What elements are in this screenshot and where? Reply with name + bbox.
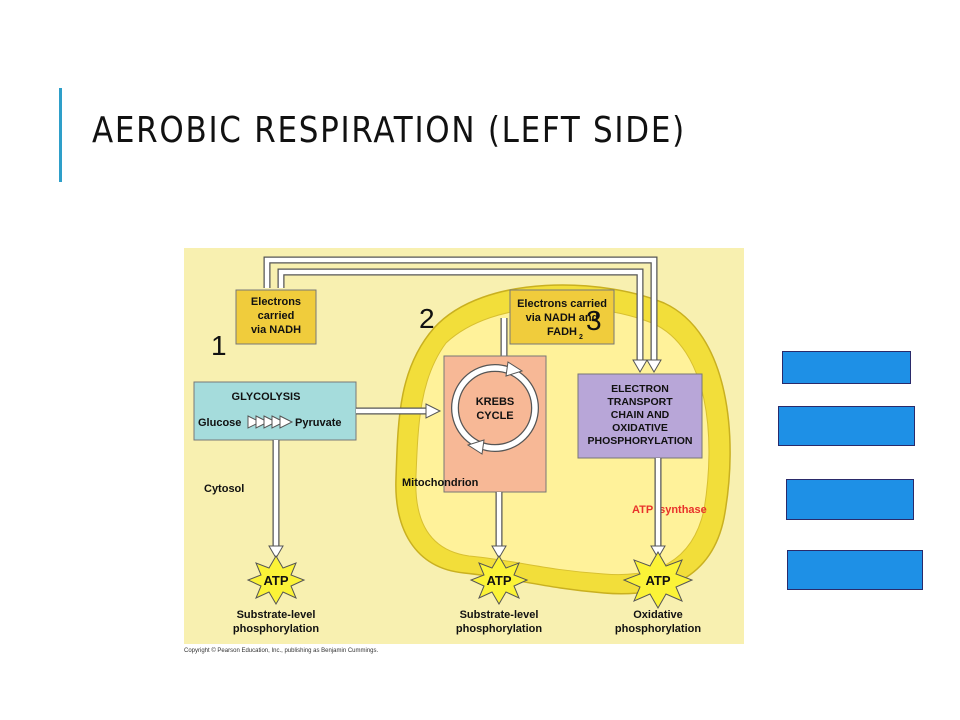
krebs-label-1: KREBS — [476, 396, 515, 408]
output-2-line-1: Substrate-level — [460, 609, 539, 621]
etc-line-2: TRANSPORT — [607, 396, 673, 408]
glucose-label: Glucose — [198, 417, 241, 429]
nadh-return-pipe-inner — [264, 257, 657, 366]
electron-transport-chain-box — [577, 373, 703, 459]
answer-box-1[interactable] — [782, 351, 911, 384]
cytosol-label: Cytosol — [204, 483, 244, 495]
nadh-fadh-electron-box — [509, 289, 615, 345]
title-accent-bar — [59, 88, 62, 182]
atp-burst-1: ATP — [246, 555, 306, 605]
stage-number-1: 1 — [211, 330, 227, 361]
krebs-cycle-arrowhead-1 — [505, 361, 524, 377]
nadh-box-line-3: via NADH — [251, 324, 301, 336]
output-1-line-1: Substrate-level — [237, 609, 316, 621]
krebs-cycle-arrowhead-2 — [466, 439, 485, 455]
answer-box-2[interactable] — [778, 406, 915, 446]
stage-number-2: 2 — [419, 303, 435, 334]
atp-label-3: ATP — [645, 573, 670, 588]
nadh-electron-box — [235, 289, 317, 345]
glycolysis-box — [193, 381, 357, 441]
slide-title: AEROBIC RESPIRATION (LEFT SIDE) — [92, 110, 686, 151]
output-1-line-2: phosphorylation — [233, 623, 319, 635]
stage-number-3: 3 — [586, 305, 602, 336]
atp-burst-2: ATP — [469, 555, 529, 605]
output-3-line-2: phosphorylation — [615, 623, 701, 635]
fadh-box-line-2: via NADH and — [526, 312, 599, 324]
fadh-box-line-1: Electrons carried — [517, 298, 607, 310]
krebs-to-atp-arrowhead — [491, 545, 507, 559]
atp-label-2: ATP — [486, 573, 511, 588]
fadh-box-line-3: FADH — [547, 326, 577, 338]
glycolysis-to-atp-arrowhead — [268, 545, 284, 559]
answer-box-3[interactable] — [786, 479, 914, 520]
krebs-label-2: CYCLE — [476, 410, 513, 422]
glycolysis-arrows — [247, 415, 294, 429]
etc-input-arrowhead-1 — [632, 359, 648, 373]
etc-input-arrowhead-2 — [646, 359, 662, 373]
mitochondrion-label: Mitochondrion — [402, 477, 479, 489]
atp-label-1: ATP — [263, 573, 288, 588]
atp-burst-3: ATP — [622, 550, 694, 610]
etc-line-3: CHAIN AND — [611, 409, 670, 421]
nadh-box-line-2: carried — [258, 310, 295, 322]
output-3-line-1: Oxidative — [633, 609, 683, 621]
nadh-return-pipe2-inner — [278, 269, 643, 366]
etc-line-4: OXIDATIVE — [612, 422, 668, 434]
fadh-subscript: 2 — [579, 334, 583, 341]
glycolysis-title: GLYCOLYSIS — [232, 391, 301, 403]
answer-box-4[interactable] — [787, 550, 923, 590]
output-2-line-2: phosphorylation — [456, 623, 542, 635]
atp-synthase-label: ATP synthase — [632, 504, 707, 516]
pyruvate-label: Pyruvate — [295, 417, 341, 429]
aerobic-respiration-diagram: Electrons carried via NADH Electrons car… — [184, 248, 744, 644]
etc-line-5: PHOSPHORYLATION — [587, 435, 692, 447]
pyruvate-to-krebs-arrowhead — [425, 403, 442, 419]
nadh-box-line-1: Electrons — [251, 296, 301, 308]
krebs-cycle-ring-inner — [452, 365, 538, 451]
etc-line-1: ELECTRON — [611, 383, 669, 395]
copyright-text: Copyright © Pearson Education, Inc., pub… — [184, 648, 379, 654]
